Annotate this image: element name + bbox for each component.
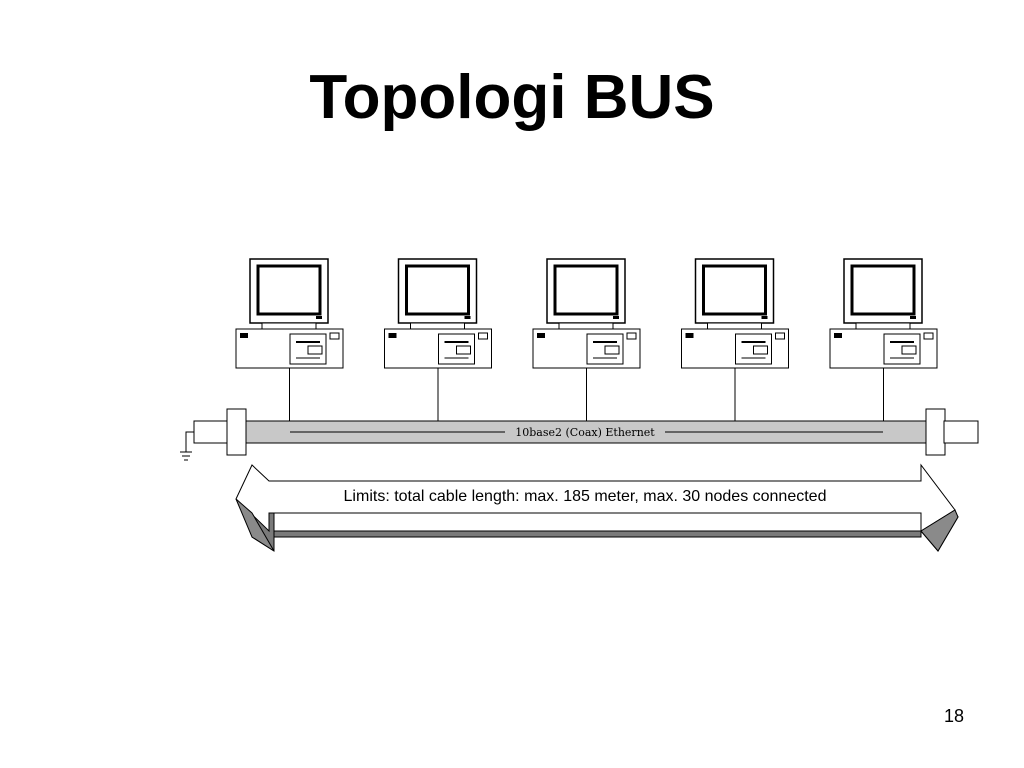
desktop-computer-icon	[235, 258, 344, 369]
cable-length-arrow: Limits: total cable length: max. 185 met…	[235, 463, 959, 552]
desktop-computer-icon	[829, 258, 938, 369]
nodes-group	[235, 258, 938, 369]
arrow-bevel-left	[235, 498, 275, 552]
desktop-computer-icon	[681, 258, 789, 369]
limits-label: Limits: total cable length: max. 185 met…	[344, 488, 827, 505]
arrow-bevel	[920, 509, 959, 552]
terminator-icon	[925, 408, 979, 456]
arrow-shadow	[251, 512, 959, 552]
desktop-computer-icon	[532, 258, 641, 369]
ground-icon	[180, 431, 194, 461]
slide-title: Topologi BUS	[309, 63, 715, 132]
cable-label: 10base2 (Coax) Ethernet	[515, 426, 655, 439]
desktop-computer-icon	[384, 258, 492, 369]
page-number: 18	[943, 706, 964, 726]
terminator-icon	[193, 408, 247, 456]
